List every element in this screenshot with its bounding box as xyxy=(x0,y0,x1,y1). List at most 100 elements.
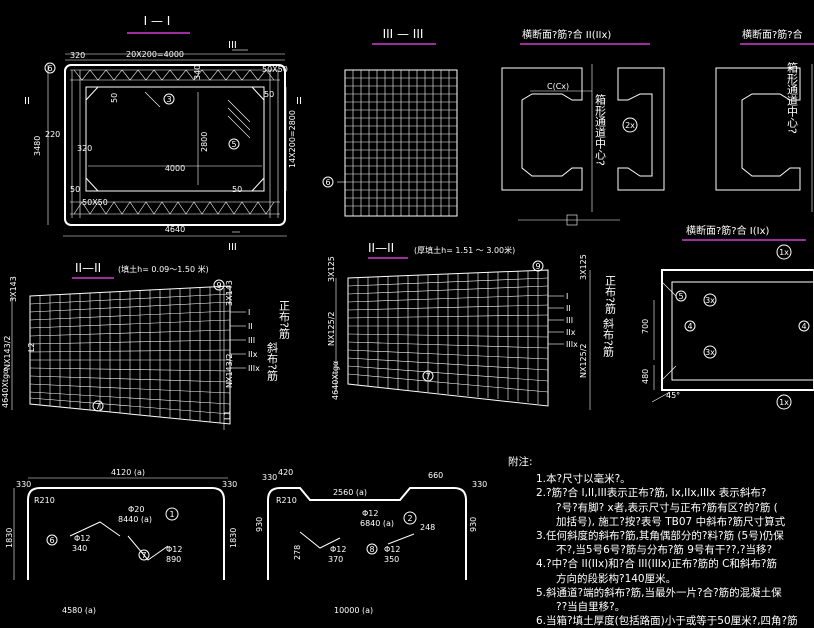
mark-6-circle xyxy=(44,62,56,74)
cross-a-title: 横断面?筋?合 II(IIx) xyxy=(522,28,611,41)
mark-1-circle xyxy=(165,507,179,521)
dim-660: 660 xyxy=(428,471,443,480)
section-ii-b: II—II (厚填土h= 1.51 ～ 3.00米) 3X125 NX125/2… xyxy=(327,241,617,410)
dim-nx125-left: NX125/2 xyxy=(327,311,336,346)
mark-5c-circle xyxy=(675,290,687,302)
dim-1830-left: 1830 xyxy=(5,528,14,548)
dim-320-left: 320 xyxy=(77,144,92,153)
cross-c-inner xyxy=(671,281,814,381)
mark-2x-circle xyxy=(622,117,638,133)
roman-iii-b: III xyxy=(566,316,573,325)
dim-4000: 4000 xyxy=(165,164,185,173)
rebar2-phi12c: Φ12 xyxy=(384,545,400,554)
roman-iix-a: IIx xyxy=(248,350,258,359)
roman-ii-b: II xyxy=(566,304,571,313)
note-line: ??当自里移?。 xyxy=(556,601,626,614)
mark-6b-circle xyxy=(322,176,334,188)
mark-3x-b-circle xyxy=(703,345,717,359)
dim-700: 700 xyxy=(641,319,650,334)
dim-4580: 4580 (a) xyxy=(62,606,96,615)
roman-iiix-b: IIIx xyxy=(566,340,578,349)
dim-l2: L2 xyxy=(27,342,36,352)
rebar1-path xyxy=(27,487,225,580)
section-iii-title: III — III xyxy=(383,27,424,41)
mark-1x-bottom-circle xyxy=(776,394,792,410)
cross-b-title: 横断面?筋?合 xyxy=(742,28,803,41)
dim-330-right: 330 xyxy=(222,480,237,489)
note-line: 4.?中?合 II(IIx)和?合 III(IIIx)正布?筋的 C和斜布?筋 xyxy=(536,558,778,571)
mark-3-circle xyxy=(163,93,175,105)
section-ii-b-note: (厚填土h= 1.51 ～ 3.00米) xyxy=(414,245,515,255)
side-label-a-a: 斜布?筋 xyxy=(266,342,279,382)
rebar2-bar xyxy=(387,533,415,545)
mark-8-circle xyxy=(366,543,378,555)
dim-370: 370 xyxy=(328,555,343,564)
cross-section-i: 横断面?筋?合 I(Ix) 1x 5 3x 4 4 3x 1x 700 480 … xyxy=(641,224,814,410)
dim-r210-b: R210 xyxy=(276,496,297,505)
mark-4: 4 xyxy=(687,322,692,331)
cross-section-b: 横断面?筋?合 箱形通道中心? xyxy=(715,28,814,212)
mark-9b-circle xyxy=(532,260,544,272)
dim-14x200: 14X200=2800 xyxy=(288,110,297,168)
cut-marker-ii-left: II xyxy=(24,96,30,107)
mark-3x: 3x xyxy=(705,296,715,305)
box-haunches xyxy=(85,86,265,192)
section-ii-a-grid xyxy=(11,287,246,430)
rebar2-hook xyxy=(299,531,341,549)
cross-c-rebar xyxy=(651,281,677,403)
roman-i-a: I xyxy=(248,308,250,317)
dim-nx125-right: NX125/2 xyxy=(579,343,588,378)
dim-330-b: 330 xyxy=(262,473,277,482)
dim-3x125-left: 3X125 xyxy=(327,256,336,282)
dim-340: 340 xyxy=(193,65,202,80)
mark-6c: 6 xyxy=(49,536,54,545)
section-i-i: I — I xyxy=(24,14,302,253)
note-line: 5.斜通道?端的斜布?筋,当最外一片?合?筋的混凝土保 xyxy=(536,586,782,599)
mark-3x-circle xyxy=(703,293,717,307)
cut-marker-iii-bottom: III xyxy=(228,242,237,253)
rebar1-hook xyxy=(69,521,121,537)
rebar1-phi12b: Φ12 xyxy=(166,545,182,554)
dim-330-left: 330 xyxy=(16,480,31,489)
rebar-shape-1: 4120 (a) 330 330 1830 1830 R210 Φ20 8440… xyxy=(5,468,238,615)
note-line: 方向的段影构?140厘米。 xyxy=(556,572,677,585)
mark-1x-top-circle xyxy=(776,244,792,260)
mark-4b: 4 xyxy=(801,322,806,331)
section-i-dims xyxy=(47,49,287,237)
dim-20x200: 20X200=4000 xyxy=(126,50,184,59)
dim-50x50-bottom: 50X50 xyxy=(82,198,108,207)
dim-890: 890 xyxy=(166,555,181,564)
cut-marker-ii-right: II xyxy=(296,96,302,107)
cross-a-left-profile xyxy=(501,67,583,191)
mark-7a: 7 xyxy=(95,402,100,411)
section-ii-b-grid xyxy=(335,270,591,410)
cross-c-outer xyxy=(661,269,814,391)
mark-3x-b: 3x xyxy=(705,348,715,357)
section-i-i-title: I — I xyxy=(144,14,171,28)
rebar2-phi12b: Φ12 xyxy=(330,545,346,554)
dim-3x125-right: 3X125 xyxy=(579,254,588,280)
dim-50-inner: 50 xyxy=(110,93,119,103)
dim-930-left: 930 xyxy=(255,517,264,532)
dim-50x50-top: 50X50 xyxy=(262,65,288,74)
dim-248: 248 xyxy=(420,523,435,532)
note-line: 6.当箱?填土厚度(包括路面)小于或等于50厘米?,四角?筋 xyxy=(536,615,798,628)
mark-7b-circle xyxy=(422,370,434,382)
roman-ii-a: II xyxy=(248,322,253,331)
dim-50-hatch: 50 xyxy=(264,90,274,99)
dim-420: 420 xyxy=(278,468,293,477)
mark-2: 2 xyxy=(407,514,412,523)
section-iii-iii: III — III 6 xyxy=(322,27,458,217)
dim-8440: 8440 (a) xyxy=(118,515,152,524)
rebar2-path xyxy=(267,487,467,580)
dim-r210-a: R210 xyxy=(34,496,55,505)
note-line: ?号?有脚? x者,表示尺寸与正布?筋有区?的?筋 ( xyxy=(556,501,778,514)
dim-350: 350 xyxy=(384,555,399,564)
dim-4640: 4640 xyxy=(165,225,185,234)
box-outer-wall xyxy=(64,64,286,226)
dim-220: 220 xyxy=(45,130,60,139)
dim-3x143: 3X143 xyxy=(9,276,18,302)
cross-a-right-profile xyxy=(617,67,665,191)
dim-340-b: 340 xyxy=(72,544,87,553)
dim-45: 45° xyxy=(666,391,680,400)
